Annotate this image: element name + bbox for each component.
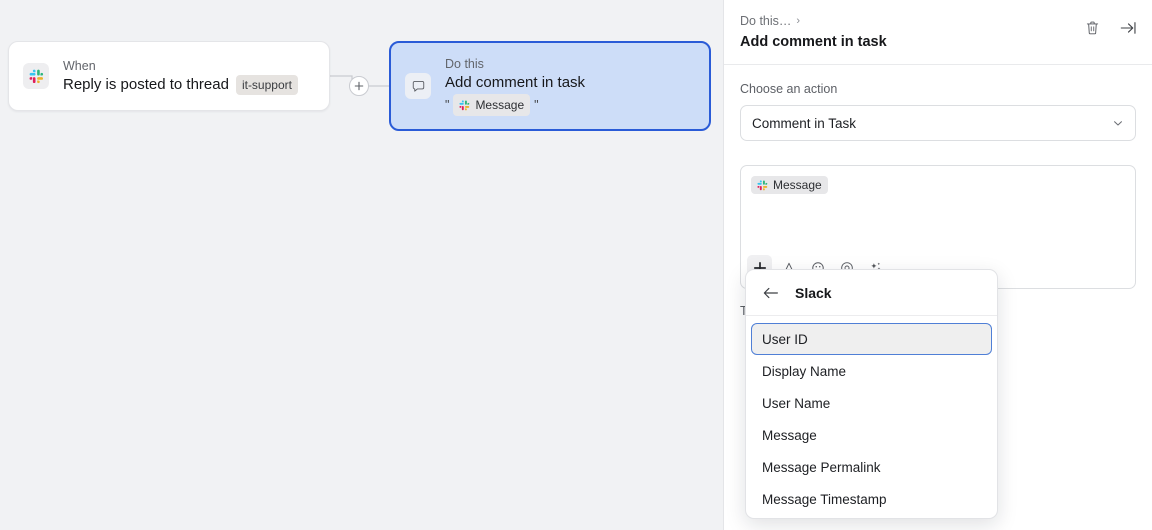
trash-icon[interactable] xyxy=(1082,18,1102,38)
editor-message-token[interactable]: Message xyxy=(751,176,828,194)
trigger-node-card[interactable]: When Reply is posted to thread it-suppor… xyxy=(8,41,330,111)
action-title: Add comment in task xyxy=(445,74,586,91)
breadcrumb-label: Do this… xyxy=(740,14,792,28)
list-item[interactable]: User ID xyxy=(751,323,992,355)
panel-header-actions xyxy=(1082,18,1138,38)
variable-list: User ID Display Name User Name Message M… xyxy=(746,316,997,515)
back-arrow-icon[interactable] xyxy=(761,283,781,303)
variable-label: Display Name xyxy=(762,363,847,379)
list-item[interactable]: Display Name xyxy=(751,355,992,387)
variable-picker-popover[interactable]: Slack User ID Display Name User Name Mes… xyxy=(745,269,998,519)
choose-action-label: Choose an action xyxy=(740,82,838,96)
page-title: Add comment in task xyxy=(740,34,887,50)
breadcrumb[interactable]: Do this… › xyxy=(740,13,1136,29)
trigger-title-row: Reply is posted to thread it-support xyxy=(63,74,298,95)
action-subtitle: " Message xyxy=(445,94,585,116)
obscured-field-label: T xyxy=(740,304,748,318)
trigger-title: Reply is posted to thread xyxy=(63,75,229,93)
trigger-channel-tag: it-support xyxy=(235,74,298,95)
quote-close: " xyxy=(534,98,539,112)
action-select[interactable]: Comment in Task xyxy=(740,105,1136,141)
popover-title: Slack xyxy=(795,284,832,301)
list-item[interactable]: Message Timestamp xyxy=(751,483,992,515)
list-item[interactable]: User Name xyxy=(751,387,992,419)
variable-label: Message Timestamp xyxy=(762,491,887,507)
message-token-label: Message xyxy=(475,98,525,112)
trigger-node-text: When Reply is posted to thread it-suppor… xyxy=(63,58,298,95)
list-item[interactable]: Message Permalink xyxy=(751,451,992,483)
quote-open: " xyxy=(445,98,450,112)
variable-label: User Name xyxy=(762,395,831,411)
collapse-panel-right-icon[interactable] xyxy=(1118,18,1138,38)
ai-sparkles-icon[interactable] xyxy=(863,255,888,280)
variable-label: Message Permalink xyxy=(762,459,881,475)
action-select-value: Comment in Task xyxy=(752,115,857,131)
message-token-chip: Message xyxy=(453,94,531,116)
editor-token-label: Message xyxy=(773,178,822,192)
panel-header: Do this… › Add comment in task xyxy=(724,0,1152,65)
chevron-down-icon xyxy=(1114,121,1122,126)
action-node-text: Do this Add comment in task " xyxy=(445,56,585,116)
trigger-kicker: When xyxy=(63,58,96,73)
variable-label: User ID xyxy=(762,331,808,347)
panel-body: Choose an action Comment in Task xyxy=(724,65,1152,320)
action-node-card[interactable]: Do this Add comment in task " xyxy=(389,41,711,131)
action-kicker: Do this xyxy=(445,57,484,71)
workflow-canvas[interactable]: When Reply is posted to thread it-suppor… xyxy=(0,0,723,530)
variable-label: Message xyxy=(762,427,817,443)
add-step-button[interactable] xyxy=(349,76,369,96)
slack-icon xyxy=(23,63,49,89)
popover-header: Slack xyxy=(746,270,997,316)
list-item[interactable]: Message xyxy=(751,419,992,451)
comment-bubble-icon xyxy=(405,73,431,99)
chevron-right-icon: › xyxy=(796,15,801,27)
